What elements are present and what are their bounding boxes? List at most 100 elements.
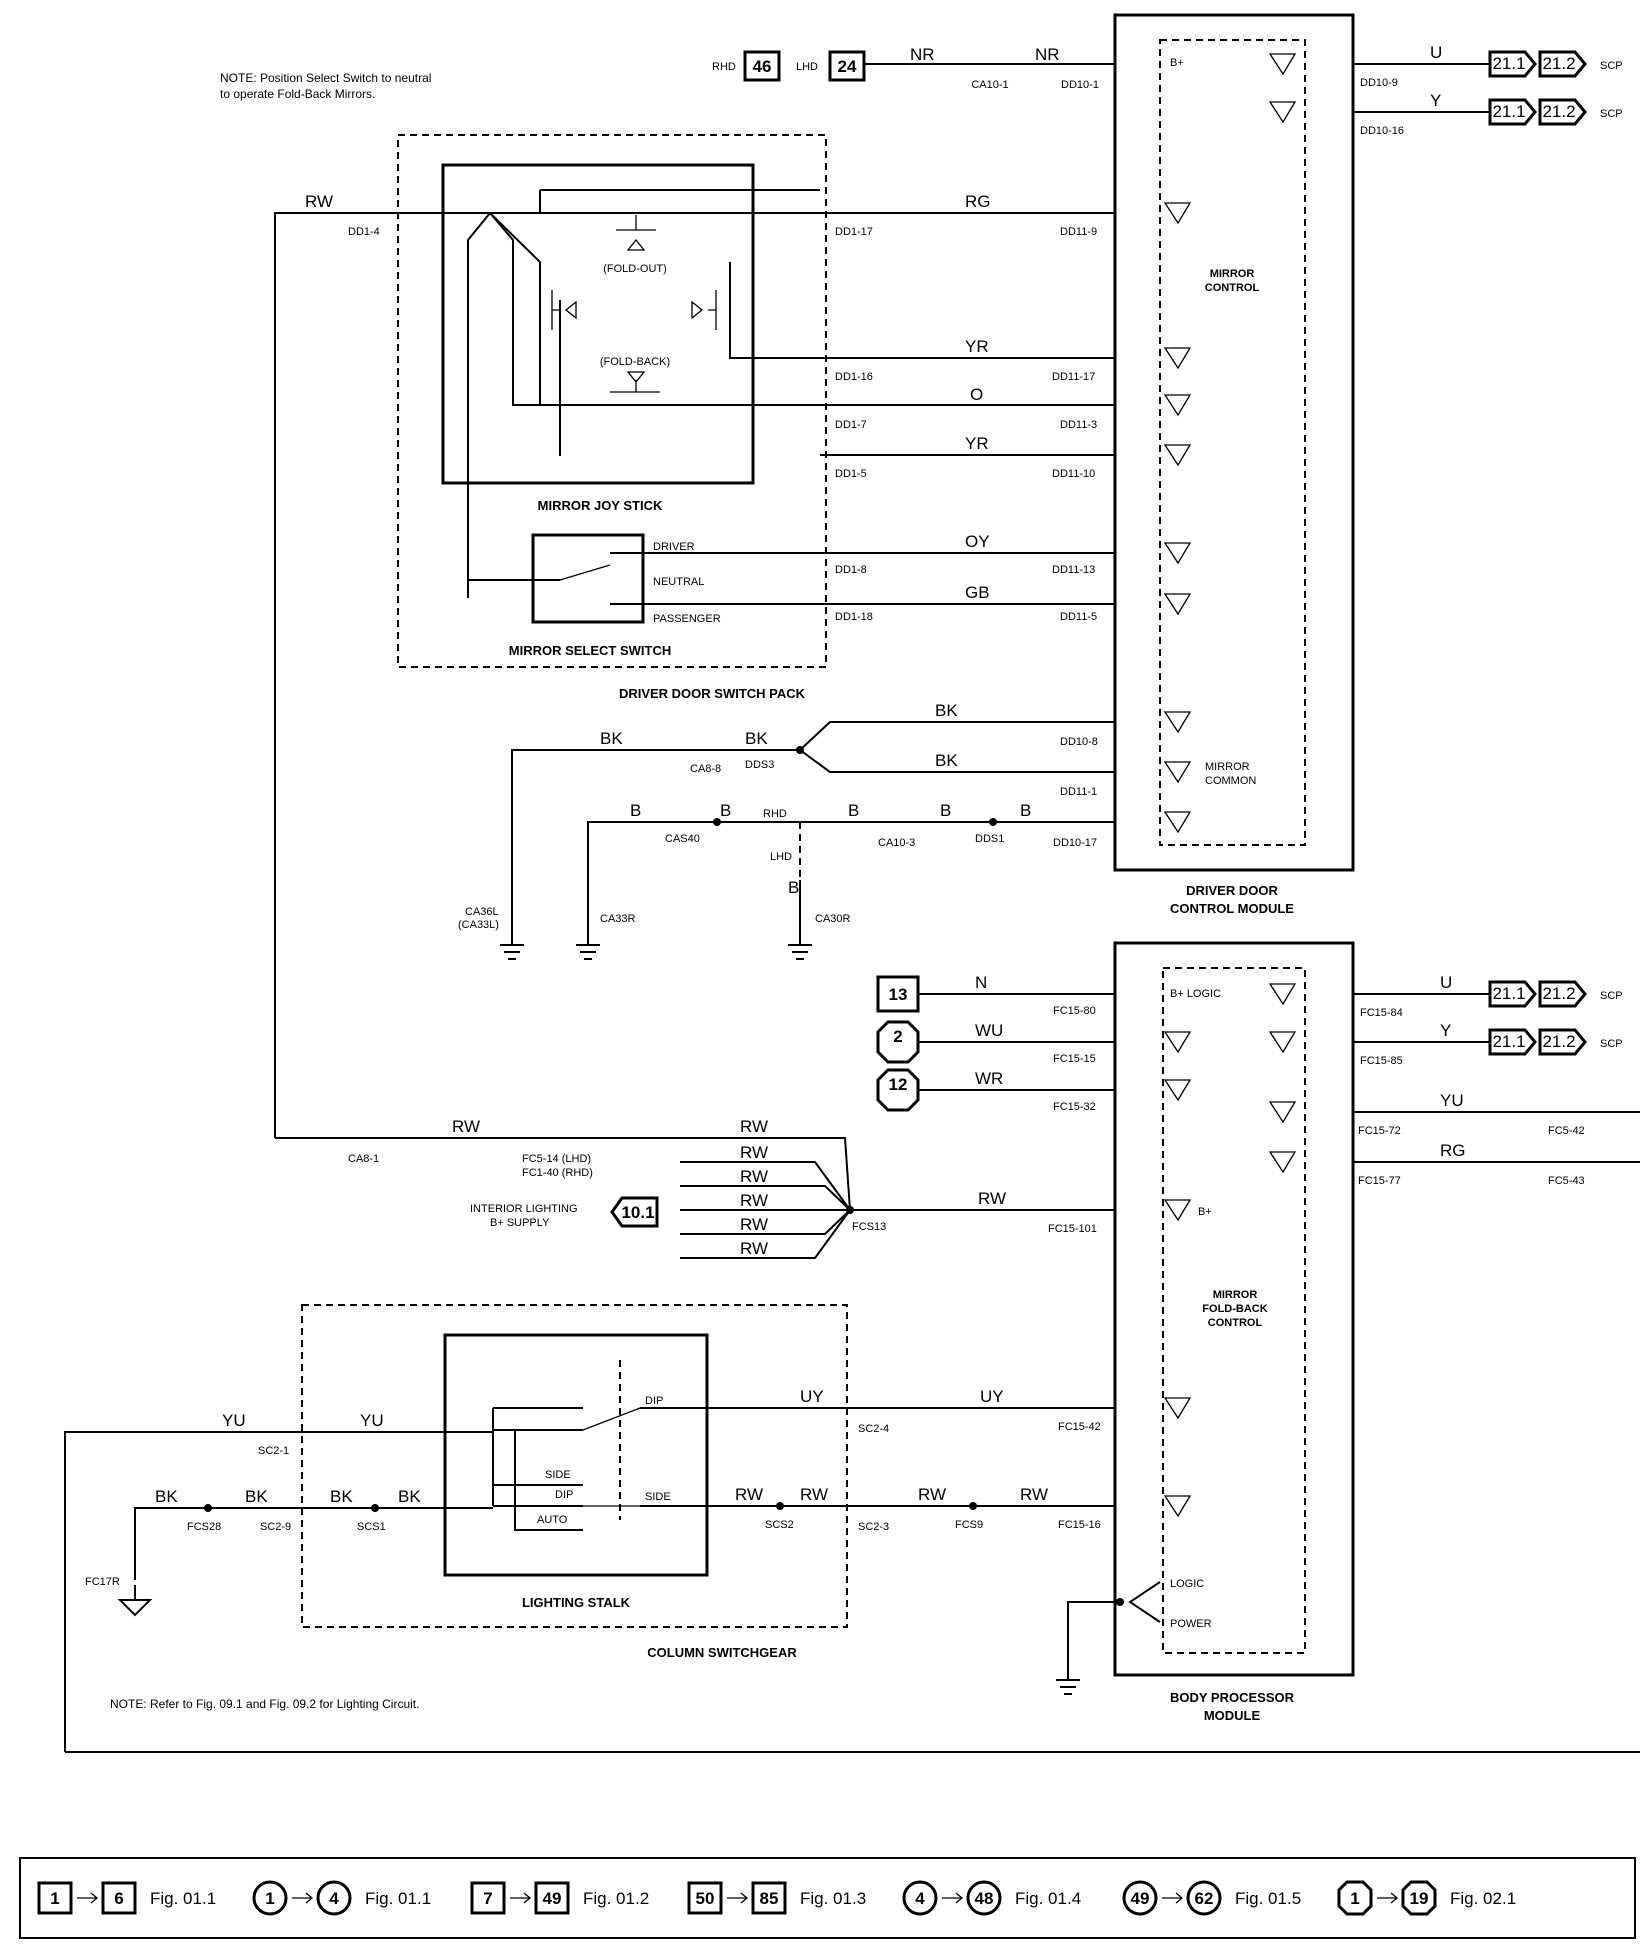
wire-rwf: RW	[740, 1239, 768, 1258]
ref-12-shape	[876, 1068, 920, 1112]
right-button	[708, 290, 717, 330]
conn-fcs13: FCS13	[852, 1221, 886, 1233]
foldback-control-label-2: FOLD-BACK	[1202, 1303, 1267, 1315]
bpm-label-2: MODULE	[1204, 1708, 1261, 1723]
legend-from: 1	[265, 1889, 274, 1908]
conn-dd10-1: DD10-1	[1061, 79, 1099, 91]
conn-ca10-1: CA10-1	[971, 79, 1008, 91]
conn-fc15-84: FC15-84	[1360, 1007, 1403, 1019]
conn-fc5-42: FC5-42	[1548, 1125, 1585, 1137]
conn-fc5-43: FC5-43	[1548, 1175, 1585, 1187]
wire-wu1: WU	[975, 1021, 1003, 1040]
bpm-label-1: BODY PROCESSOR	[1170, 1690, 1295, 1705]
wire-yu3: YU	[360, 1411, 384, 1430]
note-bottom: NOTE: Refer to Fig. 09.1 and Fig. 09.2 f…	[110, 1697, 419, 1711]
conn-ca33r: CA33R	[600, 913, 636, 925]
wire-ddcm-scp	[1353, 63, 1490, 113]
ref-13: 13	[889, 985, 908, 1004]
conn-fc15-32: FC15-32	[1053, 1101, 1096, 1113]
stalk-side-out: SIDE	[645, 1491, 671, 1503]
ref-10-1: 10.1	[621, 1203, 654, 1222]
legend-fig: Fig. 01.2	[583, 1889, 649, 1908]
ref-rhd-b: RHD	[763, 808, 787, 820]
conn-fcs9: FCS9	[955, 1519, 983, 1531]
wire-rwe: RW	[740, 1215, 768, 1234]
conn-dd10-16: DD10-16	[1360, 125, 1404, 137]
conn-fc15-16: FC15-16	[1058, 1519, 1101, 1531]
mirror-common-1: MIRROR	[1205, 761, 1250, 773]
fold-out-button	[616, 215, 656, 231]
interior-lighting-2: B+ SUPPLY	[490, 1217, 550, 1229]
wire-yr1-label: YR	[965, 337, 989, 356]
legend-arrow	[77, 1892, 99, 1904]
wire-oy1: OY	[965, 532, 990, 551]
ref-21-2-b: 21.2	[1542, 102, 1575, 121]
scp-b: SCP	[1600, 108, 1623, 120]
splice-dots	[204, 746, 1124, 1606]
ref-21-2-c: 21.2	[1542, 984, 1575, 1003]
ref-lhd-b: LHD	[770, 851, 792, 863]
legend-to-shape	[534, 1881, 570, 1915]
legend-to-shape	[316, 1880, 352, 1916]
foldback-control-label-1: MIRROR	[1213, 1289, 1258, 1301]
wire-bpm-ground	[1067, 1581, 1161, 1680]
driver-door-switch-pack	[397, 134, 827, 668]
bpm-o-bplus: B+	[1198, 1206, 1212, 1218]
joy-branch	[489, 212, 541, 405]
stalk-dip: DIP	[555, 1489, 573, 1501]
legend-from-shape	[687, 1881, 723, 1915]
ground-bpm	[1056, 1679, 1080, 1695]
conn-sc2-1: SC2-1	[258, 1445, 289, 1457]
legend-from: 50	[696, 1889, 715, 1908]
legend-arrow	[292, 1892, 314, 1904]
legend-arrow	[1377, 1892, 1399, 1904]
conn-dd10-17: DD10-17	[1053, 837, 1097, 849]
wire-uy1: UY	[800, 1387, 824, 1406]
conn-scs1: SCS1	[357, 1521, 386, 1533]
wire-wr1: WR	[975, 1069, 1003, 1088]
select-outputs	[610, 552, 820, 605]
wire-b-chain	[587, 821, 1115, 915]
ref-rhd-box	[743, 50, 781, 82]
conn-dd1-16: DD1-16	[835, 371, 873, 383]
legend-to: 49	[543, 1889, 562, 1908]
ground-symbols-top	[500, 915, 812, 960]
mirror-common-2: COMMON	[1205, 775, 1256, 787]
wire-rw5: RW	[800, 1485, 828, 1504]
wire-b4: B	[940, 801, 951, 820]
bpm-logic: LOGIC	[1170, 1578, 1204, 1590]
conn-sc2-9: SC2-9	[260, 1521, 291, 1533]
conn-fc17r: FC17R	[85, 1576, 120, 1588]
right-arrow	[691, 300, 704, 320]
body-processor-module	[1113, 941, 1355, 1677]
wire-b5: B	[1020, 801, 1031, 820]
conn-cas40: CAS40	[665, 833, 700, 845]
wire-u1: U	[1430, 43, 1442, 62]
ref-lhd-box	[828, 50, 866, 82]
legend-arrow	[942, 1892, 964, 1904]
driver-door-control-module	[1113, 13, 1355, 872]
mirror-select-switch	[531, 533, 645, 624]
conn-fc15-80: FC15-80	[1053, 1005, 1096, 1017]
wire-yu-left	[64, 1431, 493, 1752]
legend-fig: Fig. 02.1	[1450, 1889, 1516, 1908]
legend-from: 49	[1131, 1889, 1150, 1908]
legend-from: 1	[50, 1889, 59, 1908]
wire-b3: B	[848, 801, 859, 820]
mirror-control-label-1: MIRROR	[1210, 268, 1255, 280]
select-driver: DRIVER	[653, 541, 695, 553]
column-switchgear	[301, 1304, 848, 1628]
legend-from: 7	[483, 1889, 492, 1908]
ref-21-2-d: 21.2	[1542, 1032, 1575, 1051]
legend-from-shape	[902, 1880, 938, 1916]
wire-bk7: BK	[330, 1487, 353, 1506]
conn-dd11-3: DD11-3	[1060, 419, 1097, 431]
wire-nr1: NR	[910, 45, 935, 64]
legend-from-shape	[470, 1881, 506, 1915]
ddcm-bplus: B+	[1170, 57, 1184, 69]
wire-bpm-inputs	[918, 993, 1115, 1091]
wire-o1: O	[970, 385, 983, 404]
switch-pack-label: DRIVER DOOR SWITCH PACK	[619, 686, 806, 701]
legend-box	[19, 1857, 1636, 1939]
